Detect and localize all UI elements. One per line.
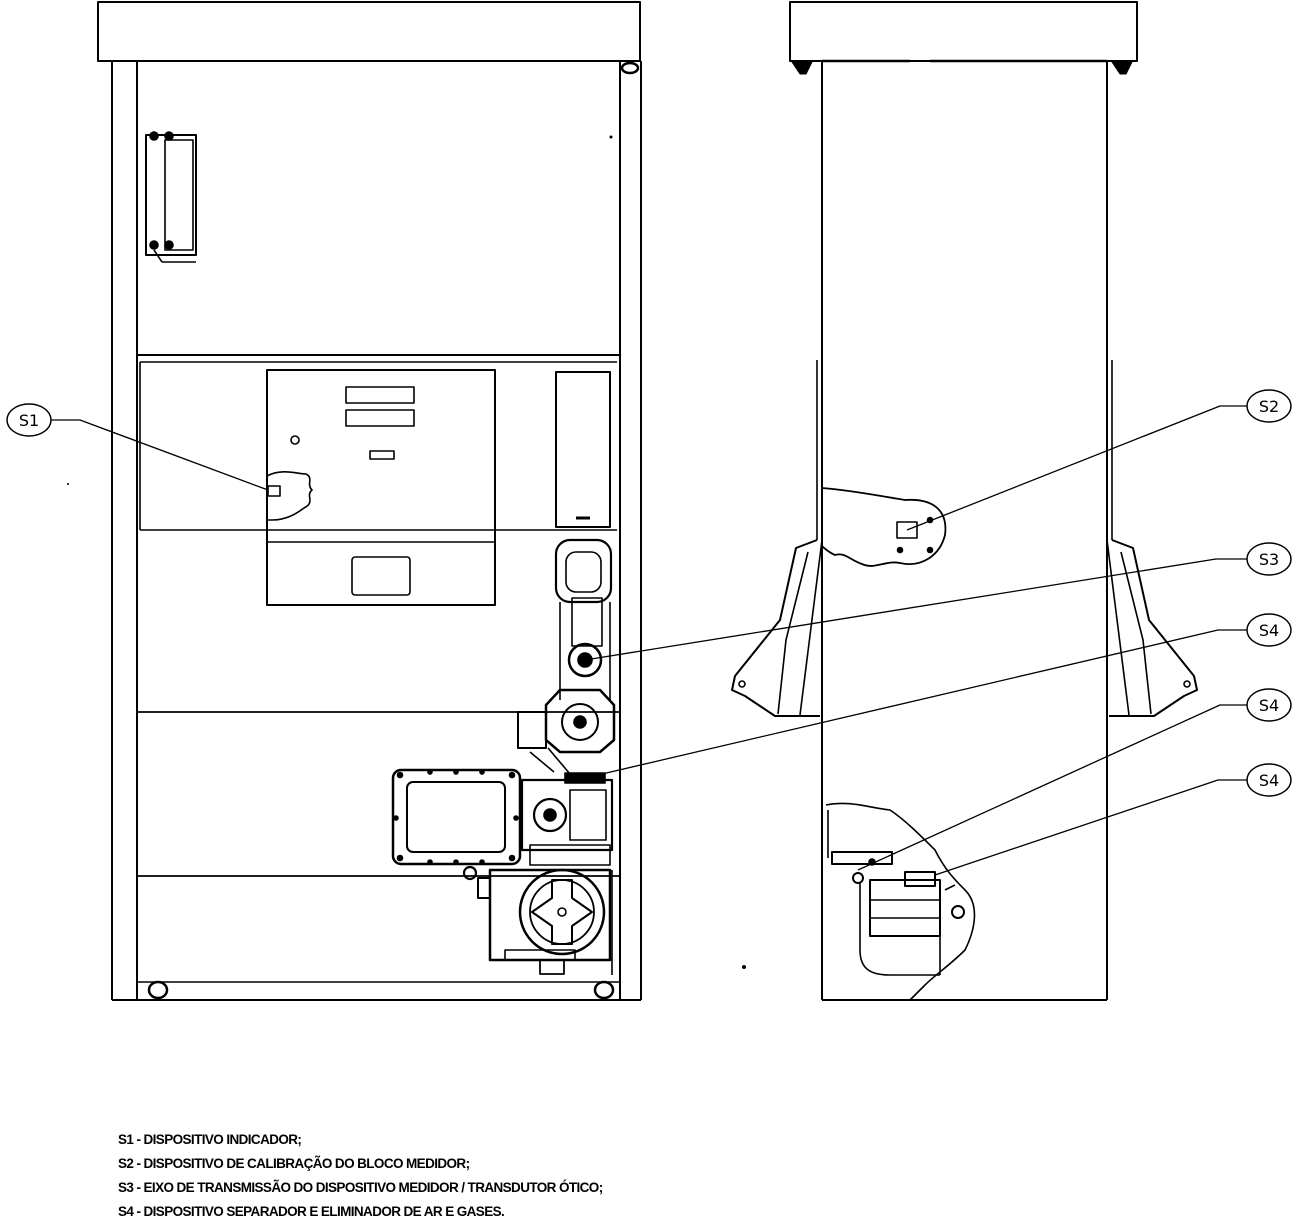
callout-label-s4-b: S4 [1259, 696, 1279, 715]
lower-display-window [351, 556, 411, 596]
callout-label-s3: S3 [1259, 550, 1279, 569]
side-bracket-left [731, 360, 823, 717]
meter-block [517, 688, 616, 775]
front-view [67, 1, 746, 1001]
transmission-shaft [554, 538, 613, 700]
callout-label-s4-c: S4 [1259, 771, 1279, 790]
display-head [266, 369, 496, 606]
callout-label-s4-a: S4 [1259, 621, 1279, 640]
legend-item-s2: S2 - DISPOSITIVO DE CALIBRAÇÃO DO BLOCO … [118, 1156, 470, 1171]
pump-unit [477, 868, 613, 975]
display-window-upper [345, 386, 415, 404]
legend: S1 - DISPOSITIVO INDICADOR; S2 - DISPOSI… [118, 1128, 603, 1224]
callout-s4-c: S4 [934, 763, 1292, 876]
cutaway-s4 [825, 802, 976, 1001]
front-foot-right [593, 980, 615, 1000]
callout-s2: S2 [906, 389, 1292, 531]
cutaway-s1 [266, 471, 313, 521]
callout-s1: S1 [6, 403, 269, 491]
callout-label-s1: S1 [19, 411, 39, 430]
side-column [555, 371, 611, 528]
side-view [731, 1, 1198, 1001]
cutaway-s2 [821, 487, 947, 567]
front-canopy [97, 1, 641, 62]
legend-item-s1: S1 - DISPOSITIVO INDICADOR; [118, 1132, 302, 1147]
nozzle-holster [145, 131, 197, 263]
display-window-lower [345, 409, 415, 427]
callout-label-s2: S2 [1259, 397, 1279, 416]
side-bracket-right [1106, 360, 1198, 717]
legend-item-s3: S3 - EIXO DE TRANSMISSÃO DO DISPOSITIVO … [118, 1180, 603, 1195]
side-canopy [789, 1, 1138, 62]
legend-item-s4: S4 - DISPOSITIVO SEPARADOR E ELIMINADOR … [118, 1204, 505, 1219]
front-foot-left [147, 980, 169, 1000]
callout-s4-b: S4 [857, 688, 1292, 871]
callout-s4-a: S4 [584, 613, 1292, 779]
callout-s3: S3 [584, 542, 1292, 661]
separator-box [391, 768, 522, 866]
